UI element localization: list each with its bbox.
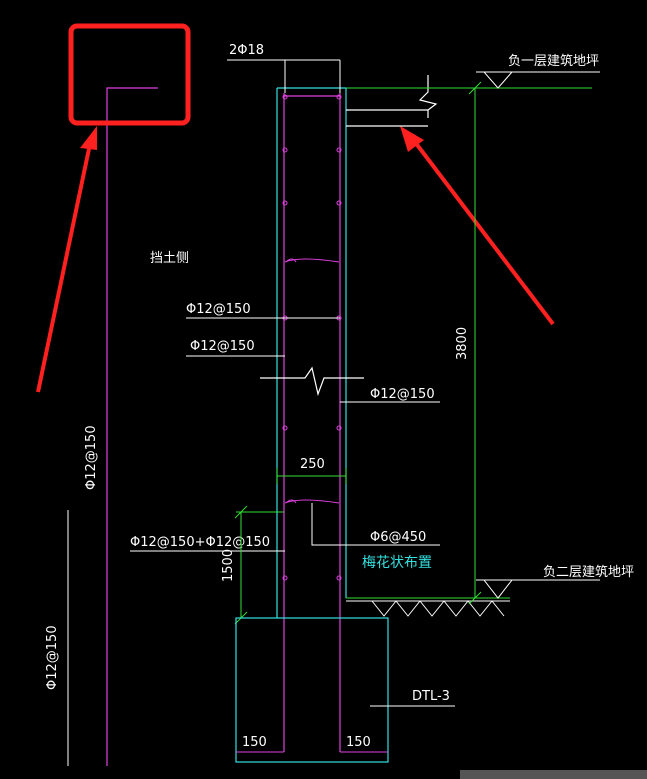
- floor-b1-label: 负一层建筑地坪: [508, 53, 599, 69]
- status-strip: [460, 770, 647, 779]
- rebar-d-label: Φ12@150+Φ12@150: [130, 535, 270, 550]
- rebar-callouts: Φ12@150 Φ12@150 Φ12@150 Φ12@150+Φ12@150 …: [130, 302, 440, 571]
- rebar-a-label: Φ12@150: [186, 302, 251, 317]
- floor-b2-label: 负二层建筑地坪: [543, 564, 634, 580]
- left-rebar-detail: Φ12@150 Φ12@150: [45, 87, 158, 766]
- left-rebar-label-upper: Φ12@150: [84, 425, 99, 490]
- soil-side-label: 挡土侧: [150, 251, 189, 266]
- highlight-box: [68, 23, 191, 126]
- dim-height-label: 3800: [455, 327, 470, 360]
- top-bar-callout: 2Φ18: [227, 43, 341, 93]
- floor-b1: 负一层建筑地坪: [346, 53, 600, 89]
- left-rebar-line: [106, 87, 158, 766]
- dim-1500-label: 1500: [221, 549, 236, 582]
- stirrup-label: Φ6@450: [370, 530, 426, 545]
- top-bar-label: 2Φ18: [229, 43, 264, 58]
- dim-150-left-label: 150: [242, 735, 267, 750]
- foundation: 150 150 DTL-3: [235, 617, 455, 763]
- beam-tag-label: DTL-3: [412, 689, 450, 704]
- dim-width-label: 250: [300, 457, 325, 472]
- dim-width: 250: [276, 457, 347, 484]
- slab-break: [346, 75, 438, 127]
- floor-b2: 负二层建筑地坪: [346, 564, 634, 617]
- left-rebar-label-lower: Φ12@150: [45, 625, 60, 690]
- rebar-b-label: Φ12@150: [190, 339, 255, 354]
- layout-note: 梅花状布置: [362, 555, 432, 571]
- dim-1500: 1500: [221, 505, 284, 625]
- wall-section: [260, 87, 364, 752]
- red-arrow-right: [400, 126, 555, 326]
- dim-height: 3800: [455, 81, 482, 605]
- red-arrow-left: [36, 126, 97, 393]
- rebar-c-label: Φ12@150: [370, 387, 435, 402]
- dim-150-right-label: 150: [346, 735, 371, 750]
